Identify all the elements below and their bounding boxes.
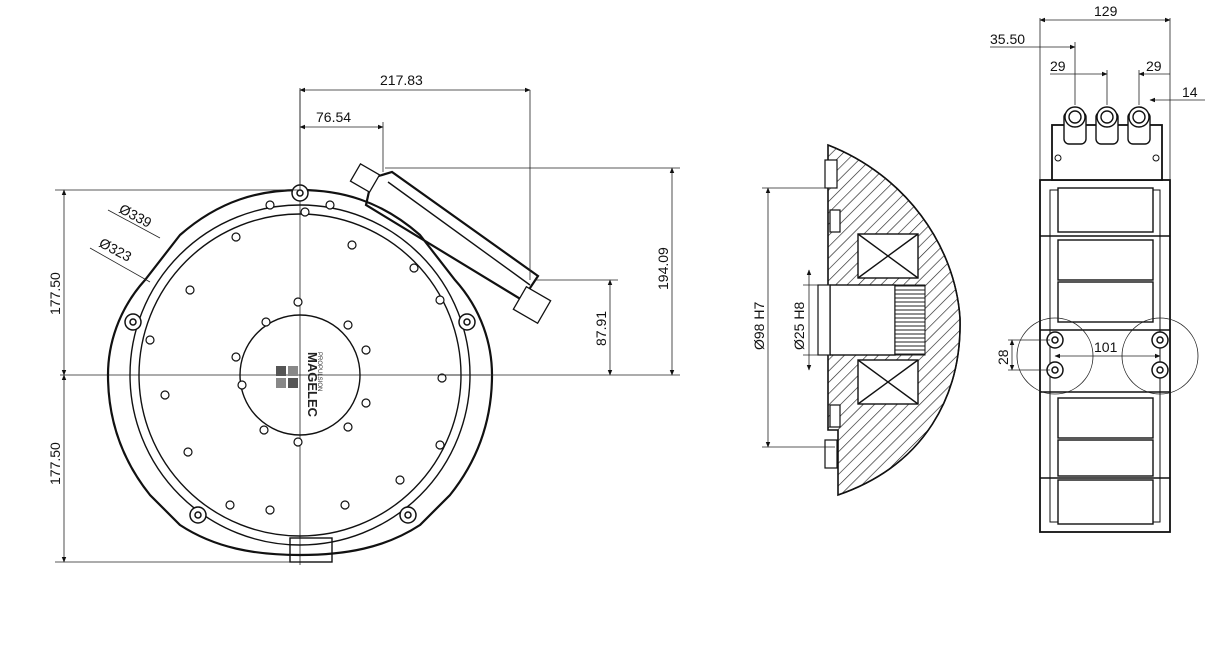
brand-name: MAGELEC <box>305 352 320 418</box>
dim-connector-left: 29 <box>1050 58 1066 74</box>
dim-edge: 14 <box>1182 84 1198 100</box>
brand-logo: MAGELEC PROPULSION <box>276 352 322 418</box>
dim-hole-spacing: 101 <box>1094 339 1118 355</box>
dim-hole-height: 28 <box>995 349 1011 365</box>
dim-lower-half: 177.50 <box>47 442 63 485</box>
dim-offset: 76.54 <box>316 109 351 125</box>
cable-connector <box>349 162 552 325</box>
side-ribs <box>1040 187 1170 525</box>
bolt-holes <box>145 200 447 515</box>
side-view: 129 35.50 29 29 14 101 28 <box>990 3 1205 533</box>
dim-bore-diameter: Ø98 H7 <box>751 302 767 350</box>
dim-total-width: 129 <box>1094 3 1118 19</box>
dim-offset-side: 35.50 <box>990 31 1025 47</box>
section-view: Ø98 H7 Ø25 H8 <box>751 143 961 497</box>
dim-shaft-diameter: Ø25 H8 <box>791 302 807 350</box>
connector-glands <box>1063 106 1151 145</box>
brand-subtitle: PROPULSION <box>316 352 322 391</box>
dim-outer-diameter: Ø339 <box>117 201 155 231</box>
outer-housing <box>106 188 494 557</box>
dim-connector-right: 29 <box>1146 58 1162 74</box>
mounting-holes <box>1046 331 1169 379</box>
dim-inner-diameter: Ø323 <box>97 235 135 265</box>
front-view: MAGELEC PROPULSION 217.83 76.54 194.09 8… <box>47 72 680 565</box>
dim-width: 217.83 <box>380 72 423 88</box>
hub-plate <box>239 314 361 436</box>
dim-height: 194.09 <box>655 247 671 290</box>
bottom-tab <box>289 537 333 563</box>
dim-mid: 87.91 <box>593 311 609 346</box>
dim-upper-half: 177.50 <box>47 272 63 315</box>
